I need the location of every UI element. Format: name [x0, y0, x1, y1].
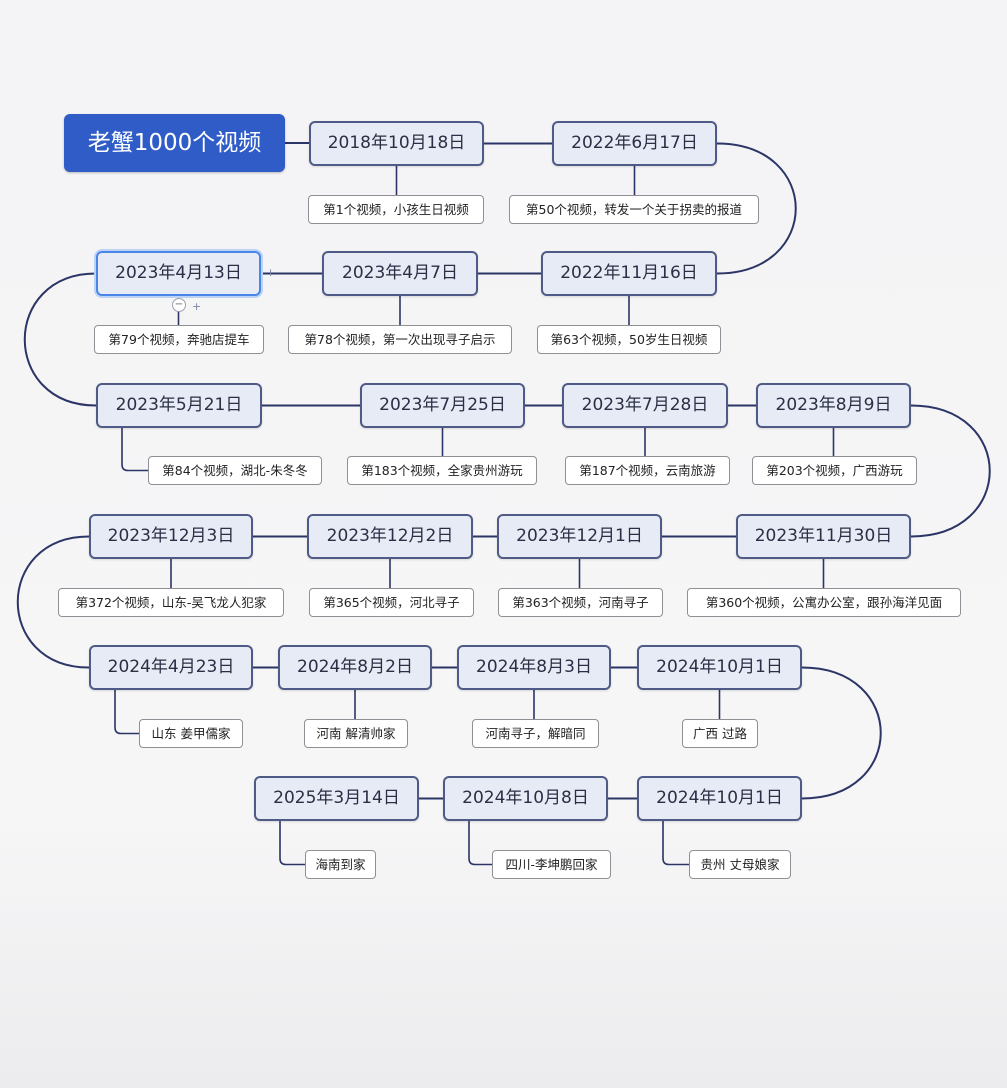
date-node[interactable]: 2022年6月17日 [552, 121, 717, 166]
timeline-link [910, 404, 991, 538]
date-node[interactable]: 2023年8月9日 [756, 383, 911, 428]
date-node[interactable]: 2024年8月2日 [278, 645, 432, 690]
timeline-link [16, 535, 90, 669]
date-node[interactable]: 2023年7月28日 [562, 383, 728, 428]
event-label-node[interactable]: 四川-李坤鹏回家 [492, 850, 611, 879]
label-connector [121, 428, 148, 472]
event-label-node[interactable]: 第203个视频，广西游玩 [752, 456, 917, 485]
date-node[interactable]: 2024年8月3日 [457, 645, 611, 690]
event-label-node[interactable]: 河南寻子，解暗同 [472, 719, 599, 748]
event-label-node[interactable]: 第187个视频，云南旅游 [565, 456, 730, 485]
date-node[interactable]: 2023年4月7日 [322, 251, 478, 296]
event-label-node[interactable]: 海南到家 [305, 850, 376, 879]
event-label-node[interactable]: 第365个视频，河北寻子 [309, 588, 474, 617]
event-label-node[interactable]: 第372个视频，山东-吴飞龙人犯家 [58, 588, 284, 617]
date-node[interactable]: 2023年12月2日 [307, 514, 473, 559]
event-label-node[interactable]: 第360个视频，公寓办公室，跟孙海洋见面 [687, 588, 961, 617]
date-node[interactable]: 2024年10月1日 [637, 776, 802, 821]
label-connector [662, 821, 689, 866]
label-connector [468, 821, 492, 866]
event-label-node[interactable]: 第78个视频，第一次出现寻子启示 [288, 325, 512, 354]
plus-icon[interactable]: + [266, 266, 276, 279]
event-label-node[interactable]: 第183个视频，全家贵州游玩 [347, 456, 537, 485]
event-label-node[interactable]: 山东 姜甲儒家 [139, 719, 243, 748]
date-node[interactable]: 2025年3月14日 [254, 776, 419, 821]
event-label-node[interactable]: 第363个视频，河南寻子 [498, 588, 663, 617]
event-label-node[interactable]: 第1个视频，小孩生日视频 [308, 195, 484, 224]
date-node[interactable]: 2023年12月3日 [89, 514, 253, 559]
plus-icon[interactable]: + [192, 300, 202, 313]
date-node[interactable]: 2024年10月8日 [443, 776, 608, 821]
date-node[interactable]: 2018年10月18日 [309, 121, 484, 166]
event-label-node[interactable]: 第63个视频，50岁生日视频 [537, 325, 721, 354]
timeline-link [716, 142, 797, 275]
date-node[interactable]: 2023年7月25日 [360, 383, 525, 428]
date-node[interactable]: 2023年11月30日 [736, 514, 911, 559]
event-label-node[interactable]: 河南 解清帅家 [304, 719, 408, 748]
date-node[interactable]: 2022年11月16日 [541, 251, 717, 296]
event-label-node[interactable]: 第50个视频，转发一个关于拐卖的报道 [509, 195, 759, 224]
event-label-node[interactable]: 广西 过路 [682, 719, 758, 748]
date-node[interactable]: 2023年5月21日 [96, 383, 262, 428]
date-node[interactable]: 2023年4月13日 [96, 251, 261, 296]
timeline-link [23, 272, 97, 407]
root-title-node[interactable]: 老蟹1000个视频 [64, 114, 285, 172]
date-node[interactable]: 2024年10月1日 [637, 645, 802, 690]
label-connector [279, 821, 305, 866]
event-label-node[interactable]: 第84个视频，湖北-朱冬冬 [148, 456, 322, 485]
timeline-link [801, 666, 882, 800]
event-label-node[interactable]: 第79个视频，奔驰店提车 [94, 325, 264, 354]
date-node[interactable]: 2023年12月1日 [497, 514, 662, 559]
event-label-node[interactable]: 贵州 丈母娘家 [689, 850, 791, 879]
date-node[interactable]: 2024年4月23日 [89, 645, 253, 690]
minus-circle-icon[interactable]: − [172, 298, 186, 312]
label-connector [114, 690, 139, 735]
